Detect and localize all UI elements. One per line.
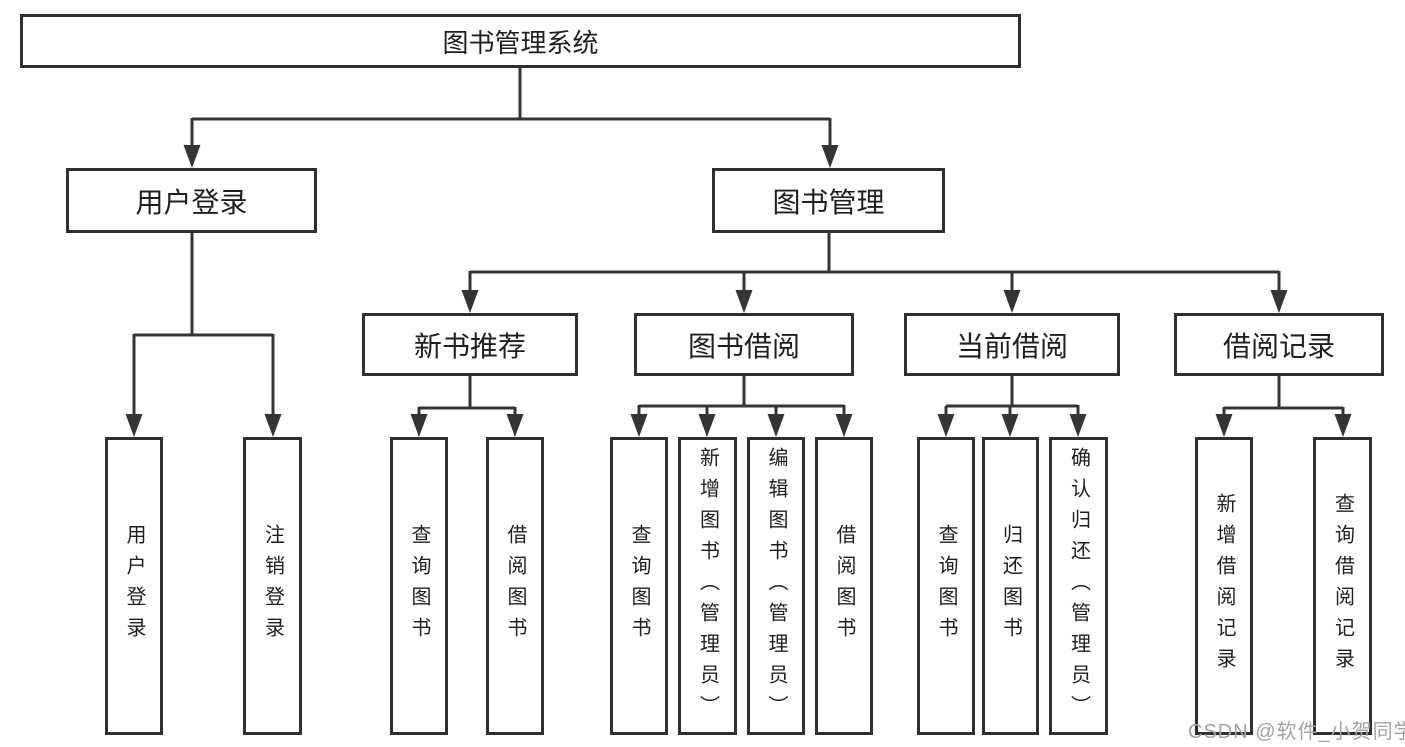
- node-book-mgmt-label: 图书管理: [772, 186, 885, 218]
- arrow-to-ul-login: [125, 414, 143, 437]
- node-user-login: 用户登录: [66, 168, 317, 233]
- leaf-cb-return-books: 归还图书: [982, 437, 1039, 735]
- node-user-login-label: 用户登录: [135, 186, 248, 218]
- arrow-to-nb-query: [410, 414, 428, 437]
- node-new-book-rec-label: 新书推荐: [413, 330, 526, 362]
- node-current-borrow: 当前借阅: [904, 313, 1120, 376]
- arrow-to-bb-add: [698, 414, 716, 437]
- arrow-to-bb-edit: [767, 414, 785, 437]
- node-borrow-record: 借阅记录: [1174, 313, 1384, 376]
- leaf-bb-query-books-label: 查询图书: [628, 524, 650, 648]
- arrow-to-br-add: [1215, 414, 1233, 437]
- leaf-bb-borrow-books: 借阅图书: [815, 437, 873, 735]
- leaf-br-add-record-label: 新增借阅记录: [1213, 493, 1235, 679]
- arrow-to-ul-logout: [264, 414, 282, 437]
- node-new-book-rec: 新书推荐: [362, 313, 578, 376]
- arrow-to-nb-borrow: [506, 414, 524, 437]
- leaf-br-query-record-label: 查询借阅记录: [1331, 493, 1354, 679]
- connector-root-trunk: [190, 68, 832, 146]
- leaf-bb-edit-books-admin: 编辑图书（管理员）: [747, 437, 805, 735]
- leaf-cb-return-books-label: 归还图书: [999, 524, 1022, 648]
- connector-book-mgmt: [468, 233, 1281, 292]
- node-root: 图书管理系统: [20, 14, 1021, 68]
- node-book-borrow-label: 图书借阅: [687, 330, 800, 362]
- connector-current-borrow: [944, 376, 1080, 416]
- arrow-to-new-book-rec: [461, 290, 479, 313]
- node-current-borrow-label: 当前借阅: [955, 330, 1068, 362]
- leaf-bb-borrow-books-label: 借阅图书: [833, 524, 855, 648]
- leaf-logout: 注销登录: [243, 437, 302, 735]
- leaf-bb-add-books-admin-label: 新增图书（管理员）: [696, 446, 719, 726]
- leaf-br-add-record: 新增借阅记录: [1195, 437, 1253, 735]
- leaf-nb-query-books: 查询图书: [390, 437, 448, 735]
- connector-borrow-record: [1222, 376, 1345, 416]
- arrow-to-cb-confirm: [1069, 414, 1087, 437]
- node-book-mgmt: 图书管理: [712, 168, 945, 233]
- arrow-to-current-borrow: [1003, 290, 1021, 313]
- leaf-cb-query-books-label: 查询图书: [935, 524, 957, 648]
- arrow-to-cb-return: [1001, 414, 1019, 437]
- arrow-to-borrow-record: [1270, 290, 1288, 313]
- leaf-bb-query-books: 查询图书: [610, 437, 668, 735]
- node-book-borrow: 图书借阅: [634, 313, 854, 376]
- leaf-nb-borrow-books-label: 借阅图书: [504, 524, 526, 648]
- leaf-bb-add-books-admin: 新增图书（管理员）: [678, 437, 737, 735]
- leaf-br-query-record: 查询借阅记录: [1313, 437, 1372, 735]
- connector-user-login: [132, 233, 275, 416]
- connector-new-book-rec: [417, 376, 517, 416]
- arrow-to-book-mgmt: [821, 145, 839, 168]
- arrow-to-bb-borrow: [835, 414, 853, 437]
- arrow-to-user-login: [183, 145, 201, 168]
- leaf-cb-confirm-return-admin-label: 确认归还（管理员）: [1067, 446, 1090, 726]
- leaf-bb-edit-books-admin-label: 编辑图书（管理员）: [765, 446, 787, 726]
- leaf-nb-borrow-books: 借阅图书: [486, 437, 544, 735]
- leaf-cb-query-books: 查询图书: [917, 437, 975, 735]
- arrow-to-br-query: [1334, 414, 1352, 437]
- csdn-watermark: CSDN @软件_小贺同学: [1188, 721, 1405, 743]
- node-borrow-record-label: 借阅记录: [1222, 330, 1335, 362]
- arrow-to-book-borrow: [735, 290, 753, 313]
- arrowheads: [125, 145, 1352, 437]
- leaf-user-login: 用户登录: [105, 437, 163, 735]
- leaf-cb-confirm-return-admin: 确认归还（管理员）: [1049, 437, 1108, 735]
- node-root-label: 图书管理系统: [442, 27, 599, 58]
- leaf-logout-label: 注销登录: [261, 524, 284, 648]
- connector-book-borrow: [637, 376, 846, 416]
- arrow-to-cb-query: [937, 414, 955, 437]
- leaf-user-login-label: 用户登录: [123, 524, 145, 648]
- arrow-to-bb-query: [630, 414, 648, 437]
- leaf-nb-query-books-label: 查询图书: [408, 524, 430, 648]
